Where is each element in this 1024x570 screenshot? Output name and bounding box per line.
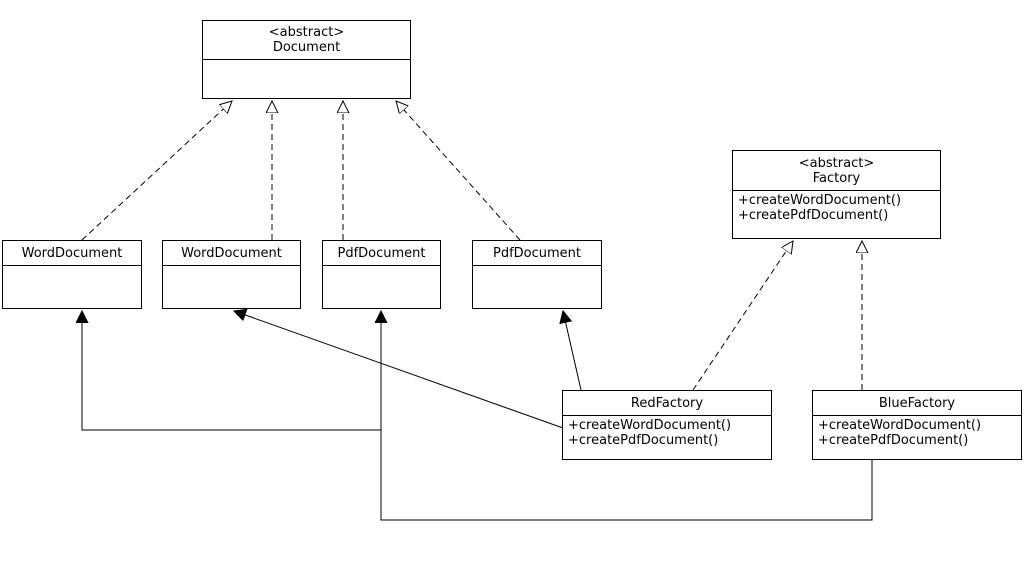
class-factory-stereotype: <abstract> bbox=[798, 155, 875, 171]
assoc-red-to-worddocument-2 bbox=[234, 311, 564, 429]
class-worddocument-2[interactable]: WordDocument bbox=[162, 240, 301, 309]
bluefactory-method-create-pdf: +createPdfDocument() bbox=[818, 433, 969, 448]
class-factory-methods: +createWordDocument() +createPdfDocument… bbox=[733, 191, 940, 226]
class-factory-name: Factory bbox=[812, 170, 861, 186]
class-redfactory-methods: +createWordDocument() +createPdfDocument… bbox=[563, 416, 771, 451]
class-pdfdocument-2-header: PdfDocument bbox=[473, 241, 601, 266]
class-factory-header: <abstract> Factory bbox=[733, 151, 940, 191]
class-redfactory[interactable]: RedFactory +createWordDocument() +create… bbox=[562, 390, 772, 460]
class-worddocument-1-header: WordDocument bbox=[3, 241, 141, 266]
class-document-header: <abstract> Document bbox=[203, 21, 410, 60]
class-redfactory-header: RedFactory bbox=[563, 391, 771, 416]
class-bluefactory[interactable]: BlueFactory +createWordDocument() +creat… bbox=[812, 390, 1022, 460]
class-worddocument-2-header: WordDocument bbox=[163, 241, 300, 266]
realization-redfactory bbox=[692, 241, 793, 391]
class-pdfdocument-1[interactable]: PdfDocument bbox=[322, 240, 441, 309]
assoc-red-to-pdfdocument-2 bbox=[563, 311, 582, 391]
class-document[interactable]: <abstract> Document bbox=[202, 20, 411, 99]
class-pdfdocument-2[interactable]: PdfDocument bbox=[472, 240, 602, 309]
class-redfactory-name: RedFactory bbox=[630, 395, 704, 411]
factory-method-create-pdf: +createPdfDocument() bbox=[738, 208, 889, 223]
class-factory[interactable]: <abstract> Factory +createWordDocument()… bbox=[732, 150, 941, 239]
factory-method-create-word: +createWordDocument() bbox=[738, 193, 902, 208]
class-pdfdocument-1-name: PdfDocument bbox=[337, 245, 426, 261]
class-bluefactory-header: BlueFactory bbox=[813, 391, 1021, 416]
class-bluefactory-methods: +createWordDocument() +createPdfDocument… bbox=[813, 416, 1021, 451]
assoc-blue-to-pdfdocument-1 bbox=[381, 311, 873, 521]
redfactory-method-create-word: +createWordDocument() bbox=[568, 418, 732, 433]
class-pdfdocument-1-header: PdfDocument bbox=[323, 241, 440, 266]
assoc-red-to-worddocument-1 bbox=[82, 311, 381, 431]
class-pdfdocument-2-name: PdfDocument bbox=[492, 245, 582, 261]
realization-worddocument-1 bbox=[81, 101, 232, 241]
class-bluefactory-name: BlueFactory bbox=[878, 395, 956, 411]
redfactory-method-create-pdf: +createPdfDocument() bbox=[568, 433, 719, 448]
class-document-body bbox=[203, 60, 410, 66]
class-worddocument-2-name: WordDocument bbox=[181, 245, 282, 261]
realization-pdfdocument-2 bbox=[396, 101, 521, 241]
class-document-stereotype: <abstract> bbox=[268, 25, 345, 40]
class-document-name: Document bbox=[272, 40, 341, 55]
class-worddocument-1-name: WordDocument bbox=[21, 245, 123, 261]
class-worddocument-1[interactable]: WordDocument bbox=[2, 240, 142, 309]
bluefactory-method-create-word: +createWordDocument() bbox=[818, 418, 982, 433]
